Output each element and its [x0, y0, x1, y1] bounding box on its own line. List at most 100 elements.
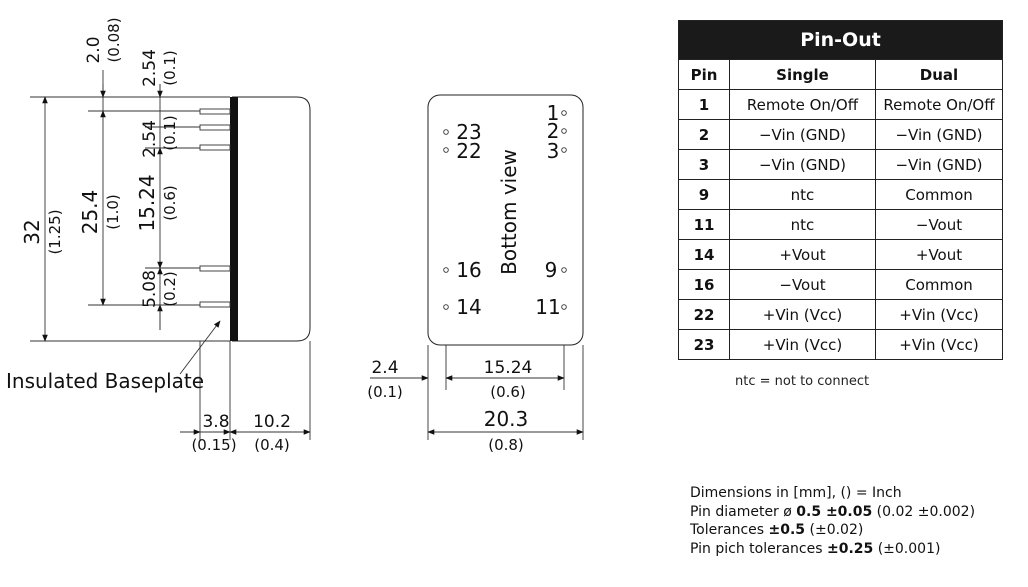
- note-pin-diameter-label: Pin diameter ø: [690, 503, 797, 520]
- dim-32-in: (1.25): [46, 209, 64, 254]
- side-view: 32 (1.25) 25.4 (1.0) 15.24 (0.6) 5.08 (0…: [6, 17, 311, 454]
- dim-25-4-in: (1.0): [104, 194, 122, 230]
- dim-15-24-mm: 15.24: [135, 174, 159, 231]
- dim-10-2-in: (0.4): [254, 436, 290, 454]
- pin-11-label: 11: [535, 295, 560, 319]
- dual-function: −Vin (GND): [875, 149, 1003, 180]
- module-body-outline: [232, 96, 311, 342]
- pin-number: 23: [678, 329, 730, 360]
- note-pitch-inch: (±0.001): [873, 540, 941, 557]
- pin-number: 2: [678, 119, 730, 150]
- pin-number: 1: [678, 89, 730, 120]
- side-pins: [199, 108, 231, 308]
- dim-2-54-top-in: (0.1): [161, 50, 179, 86]
- dim-2-54-mid-mm: 2.54: [140, 120, 160, 158]
- col-header-pin: Pin: [678, 59, 730, 90]
- note-pitch-tolerances: Pin pich tolerances ±0.25 (±0.001): [690, 540, 975, 559]
- pin-16-label: 16: [456, 258, 481, 282]
- dual-function: Remote On/Off: [875, 89, 1003, 120]
- dim-32-mm: 32: [20, 219, 44, 244]
- pin-number: 14: [678, 239, 730, 270]
- single-function: +Vin (Vcc): [729, 299, 876, 330]
- single-function: −Vout: [729, 269, 876, 300]
- dim-2-4-in: (0.1): [367, 383, 403, 401]
- note-tolerances-inch: (±0.02): [805, 522, 864, 538]
- dual-function: −Vout: [875, 209, 1003, 240]
- pin-22-label: 22: [456, 139, 481, 163]
- ntc-note: ntc = not to connect: [735, 374, 870, 389]
- pin-number: 9: [678, 179, 730, 210]
- note-pin-diameter: Pin diameter ø 0.5 ±0.05 (0.02 ±0.002): [690, 503, 975, 522]
- dim-2-54-mid-in: (0.1): [161, 115, 179, 151]
- dim-row-in: (0.6): [490, 383, 526, 401]
- single-function: +Vout: [729, 239, 876, 270]
- dim-10-2-mm: 10.2: [253, 412, 291, 432]
- single-function: −Vin (GND): [729, 119, 876, 150]
- baseplate-leader: [179, 320, 221, 375]
- pinout-title: Pin-Out: [678, 20, 1003, 60]
- note-pitch-value: ±0.25: [826, 540, 874, 557]
- dual-function: Common: [875, 269, 1003, 300]
- note-pin-diameter-value: 0.5 ±0.05: [796, 503, 873, 520]
- table-row: 22+Vin (Vcc)+Vin (Vcc): [678, 299, 1003, 330]
- bottom-outline: [427, 94, 584, 346]
- dimension-notes: Dimensions in [mm], () = Inch Pin diamet…: [690, 484, 975, 558]
- single-function: +Vin (Vcc): [729, 329, 876, 360]
- pin-holes: [443, 110, 567, 310]
- dim-width-mm: 20.3: [484, 407, 529, 431]
- pin-1-label: 1: [547, 101, 560, 125]
- note-pin-diameter-inch: (0.02 ±0.002): [872, 503, 976, 520]
- pin-23-label: 23: [456, 120, 481, 144]
- single-function: Remote On/Off: [729, 89, 876, 120]
- single-function: ntc: [729, 179, 876, 210]
- note-tolerances-label: Tolerances: [690, 522, 769, 538]
- dual-function: +Vin (Vcc): [875, 299, 1003, 330]
- table-row: 14+Vout+Vout: [678, 239, 1003, 270]
- table-row: 23+Vin (Vcc)+Vin (Vcc): [678, 329, 1003, 360]
- dim-width-in: (0.8): [488, 436, 524, 454]
- insulated-baseplate: [230, 97, 238, 341]
- baseplate-label: Insulated Baseplate: [6, 369, 204, 393]
- pin-3-label: 3: [547, 139, 560, 163]
- dual-function: +Vin (Vcc): [875, 329, 1003, 360]
- pin-number: 3: [678, 149, 730, 180]
- bottom-view-label: Bottom view: [497, 149, 521, 275]
- pin-9-label: 9: [545, 258, 558, 282]
- single-function: ntc: [729, 209, 876, 240]
- bottom-view: Bottom view 1 2 3 23 22 16 9 14 11: [367, 94, 584, 454]
- dual-function: −Vin (GND): [875, 119, 1003, 150]
- pin-2-label: 2: [547, 119, 560, 143]
- table-row: 2−Vin (GND)−Vin (GND): [678, 119, 1003, 150]
- single-function: −Vin (GND): [729, 149, 876, 180]
- dim-15-24-in: (0.6): [161, 185, 179, 221]
- note-tolerances: Tolerances ±0.5 (±0.02): [690, 521, 975, 540]
- note-tolerances-value: ±0.5: [768, 522, 806, 538]
- dim-5-08-mm: 5.08: [140, 270, 160, 308]
- note-pitch-label: Pin pich tolerances: [690, 540, 827, 557]
- dim-2-4-mm: 2.4: [371, 358, 398, 378]
- pin-number: 22: [678, 299, 730, 330]
- pin-number: 16: [678, 269, 730, 300]
- dim-3-8-mm: 3.8: [202, 412, 229, 432]
- dim-5-08-in: (0.2): [161, 271, 179, 307]
- dim-row-mm: 15.24: [484, 358, 533, 378]
- dim-2-0-in: (0.08): [105, 17, 123, 62]
- pin-number: 11: [678, 209, 730, 240]
- note-units: Dimensions in [mm], () = Inch: [690, 485, 902, 501]
- dim-2-0-mm: 2.0: [84, 36, 104, 63]
- table-row: 3−Vin (GND)−Vin (GND): [678, 149, 1003, 180]
- pin-14-label: 14: [456, 295, 481, 319]
- dim-25-4-mm: 25.4: [78, 190, 102, 235]
- dual-function: +Vout: [875, 239, 1003, 270]
- col-header-single: Single: [729, 59, 876, 90]
- dim-3-8-in: (0.15): [191, 436, 236, 454]
- dim-2-54-top-mm: 2.54: [140, 49, 160, 87]
- dual-function: Common: [875, 179, 1003, 210]
- col-header-dual: Dual: [875, 59, 1003, 90]
